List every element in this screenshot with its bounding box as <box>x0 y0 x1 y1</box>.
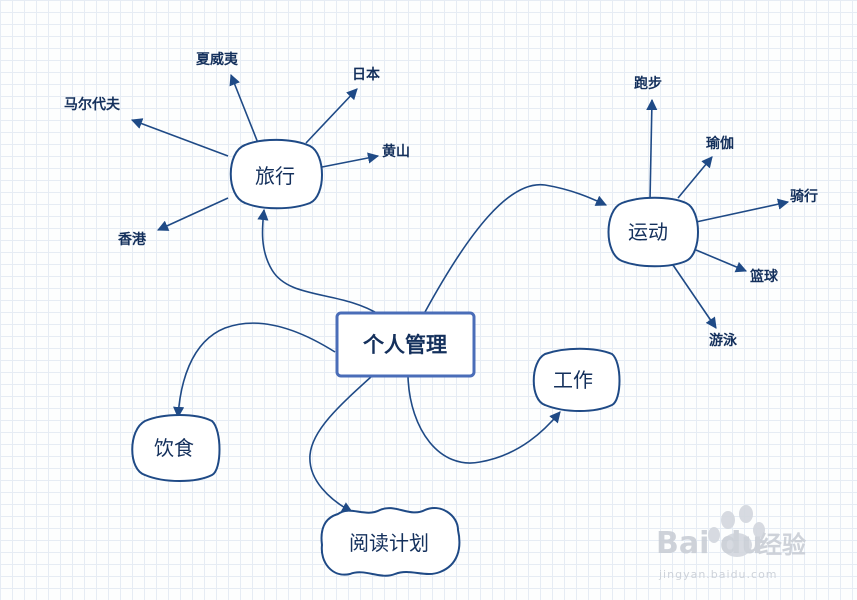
node-reading-shape <box>320 507 461 577</box>
leaf-cycling[interactable]: 骑行 <box>790 188 818 205</box>
root-node-label: 个人管理 <box>363 333 447 357</box>
watermark: Bai du 经验 jingyan.baidu.com <box>656 505 806 581</box>
node-food-label: 饮食 <box>154 436 194 460</box>
node-travel-label: 旅行 <box>255 164 295 188</box>
node-food-shape <box>131 414 221 482</box>
node-reading-label: 阅读计划 <box>349 531 429 555</box>
edge-root-travel <box>257 208 381 316</box>
watermark-tag: 经验 <box>758 531 806 559</box>
leaf-hongkong[interactable]: 香港 <box>117 231 147 248</box>
watermark-brand: Bai du <box>656 526 763 561</box>
node-work-shape <box>532 347 621 412</box>
leaf-basketball[interactable]: 篮球 <box>749 268 779 285</box>
edge-root-reading <box>309 375 373 513</box>
root-node[interactable]: 个人管理 <box>335 311 476 378</box>
leaf-swimming[interactable]: 游泳 <box>709 332 738 349</box>
node-sports-shape <box>607 196 699 268</box>
leaf-running[interactable]: 跑步 <box>634 75 662 92</box>
root-node-shape <box>335 311 476 378</box>
node-travel[interactable]: 旅行 <box>229 138 323 210</box>
node-food[interactable]: 饮食 <box>131 414 221 482</box>
edge-sports-swimming <box>672 264 717 329</box>
edge-root-food <box>173 322 336 419</box>
node-work[interactable]: 工作 <box>532 347 621 412</box>
leaf-maldives[interactable]: 马尔代夫 <box>64 96 121 113</box>
leaf-yoga[interactable]: 瑜伽 <box>706 135 734 152</box>
node-work-label: 工作 <box>553 368 593 392</box>
edge-travel-huangshan <box>321 152 380 168</box>
watermark-url: jingyan.baidu.com <box>658 568 778 581</box>
edge-root-sports <box>424 183 608 313</box>
edge-sports-cycling <box>695 198 790 223</box>
edge-sports-running <box>646 98 658 201</box>
node-travel-shape <box>229 138 323 210</box>
paw-icon <box>708 505 765 557</box>
edge-travel-maldives <box>130 118 229 157</box>
leaf-hawaii[interactable]: 夏威夷 <box>196 51 239 68</box>
edge-travel-japan <box>305 88 358 144</box>
node-reading[interactable]: 阅读计划 <box>320 507 461 577</box>
leaf-huangshan[interactable]: 黄山 <box>382 143 410 160</box>
edge-root-work <box>407 376 561 464</box>
leaf-japan[interactable]: 日本 <box>352 66 381 83</box>
edge-travel-hawaii <box>229 73 259 144</box>
edge-travel-hongkong <box>156 197 229 231</box>
node-sports[interactable]: 运动 <box>607 196 699 268</box>
edge-sports-yoga <box>677 156 713 199</box>
edge-sports-basketball <box>695 249 748 273</box>
node-sports-label: 运动 <box>628 220 668 244</box>
